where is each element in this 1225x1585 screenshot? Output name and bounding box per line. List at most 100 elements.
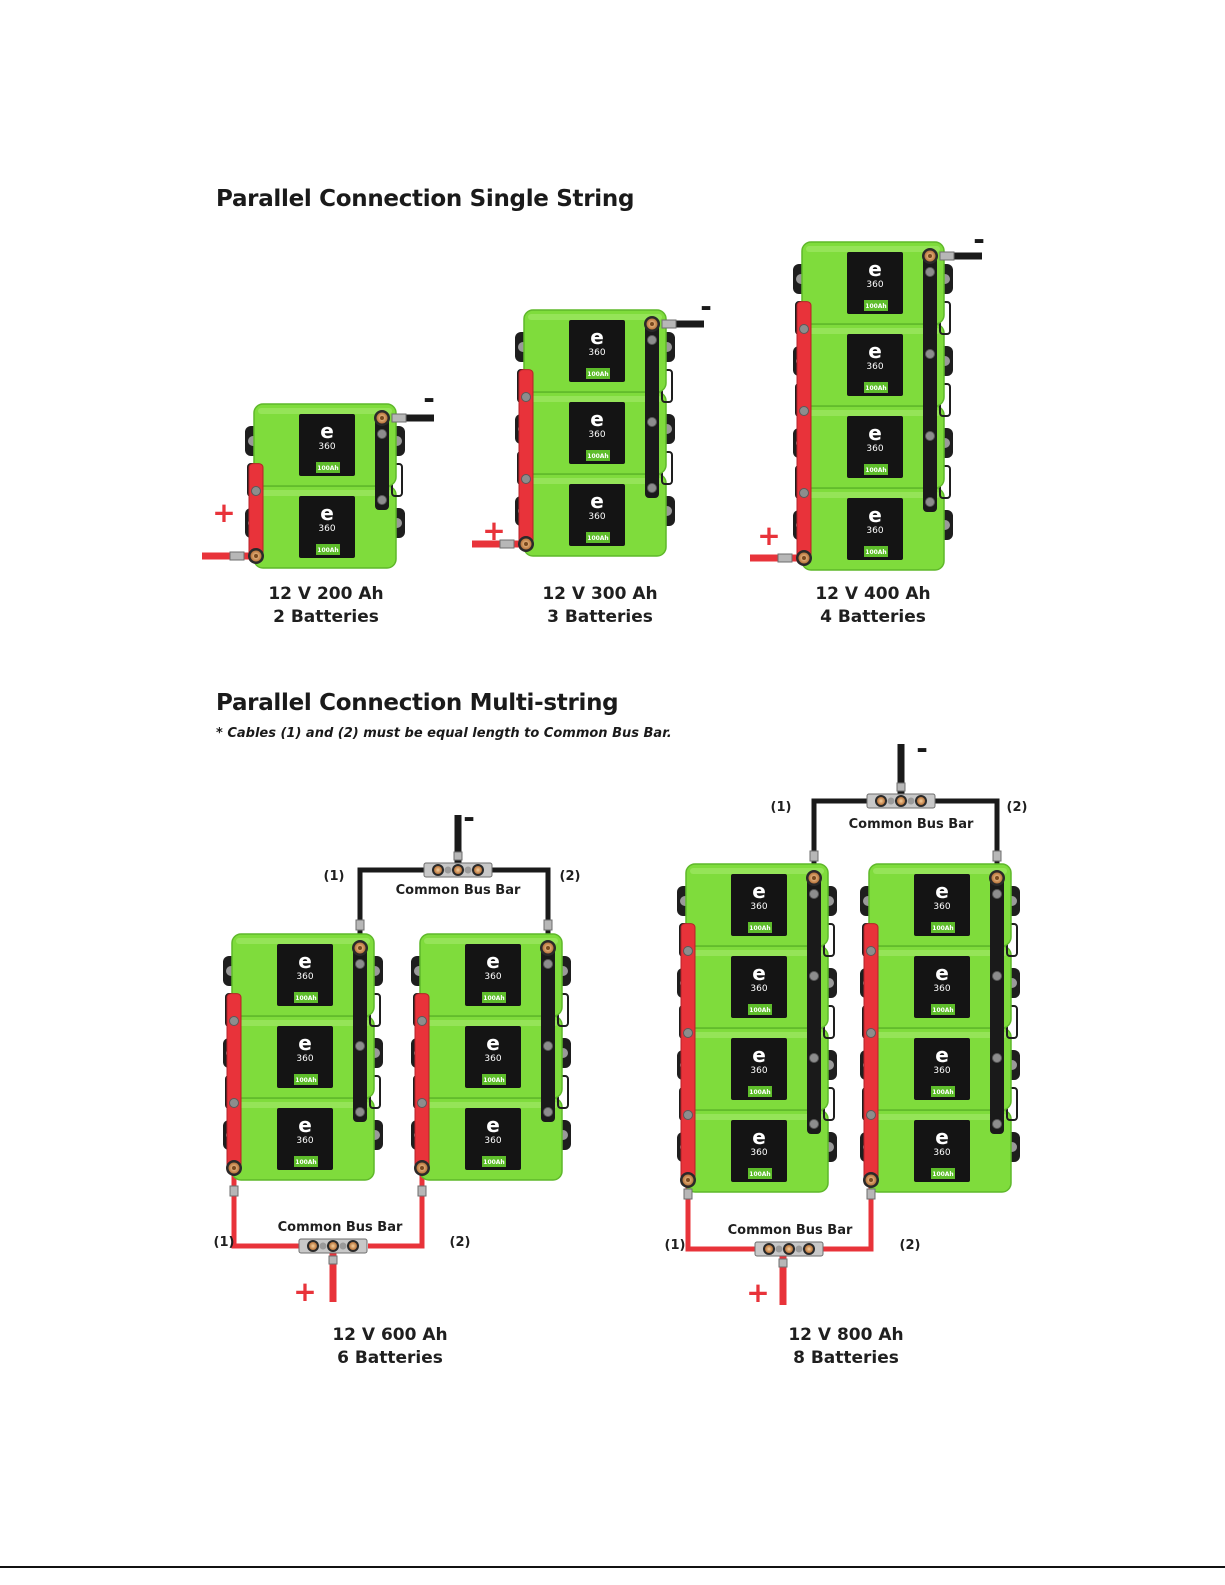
logo-letter: e — [935, 1125, 949, 1149]
bar-bolt — [355, 1107, 365, 1117]
cable-lug — [543, 919, 553, 931]
bar-bolt — [992, 1119, 1002, 1129]
capacity-badge — [586, 532, 610, 543]
negative-sign: - — [700, 290, 712, 323]
terminal-center — [686, 1178, 690, 1182]
label-panel — [569, 402, 625, 464]
battery-highlight — [806, 492, 940, 498]
bar-bolt — [229, 1016, 239, 1026]
capacity-badge — [748, 1168, 772, 1179]
terminal — [540, 940, 556, 956]
cable-lug — [896, 782, 906, 792]
cable-lug — [866, 1188, 876, 1200]
cable-2-label: (2) — [900, 1238, 921, 1253]
bus-bar-hole — [795, 1245, 803, 1253]
label-panel — [465, 1108, 521, 1170]
bar-bolt — [925, 497, 935, 507]
logo-number: 360 — [933, 984, 950, 994]
positive-cable — [685, 1180, 764, 1252]
capacity-badge-text: 100Ah — [483, 1159, 504, 1166]
battery-highlight — [806, 328, 940, 334]
bus-bar-label-800-positive: Common Bus Bar — [728, 1223, 853, 1238]
label-panel — [914, 956, 970, 1018]
battery-highlight — [806, 246, 940, 252]
label-panel — [731, 1038, 787, 1100]
battery-highlight — [528, 314, 662, 320]
capacity-badge-text: 100Ah — [749, 1007, 770, 1014]
bus-bar-stud-cap — [474, 866, 482, 874]
negative-sign: - — [463, 801, 475, 834]
logo-letter: e — [935, 879, 949, 903]
label-panel — [569, 484, 625, 546]
capacity-badge-text: 100Ah — [483, 1077, 504, 1084]
label-panel — [465, 1026, 521, 1088]
capacity-badge — [482, 992, 506, 1003]
capacity-badge-text: 100Ah — [865, 549, 886, 556]
negative-sign: - — [423, 382, 435, 415]
bus-bar-label-800-negative: Common Bus Bar — [849, 817, 974, 832]
cable-lug — [777, 553, 793, 563]
capacity-badge — [586, 368, 610, 379]
bar-bolt — [543, 1107, 553, 1117]
capacity-badge-text: 100Ah — [932, 1007, 953, 1014]
cable-lug — [355, 919, 365, 931]
negative-bus-strap — [990, 872, 1004, 1134]
bar-bolt — [647, 483, 657, 493]
logo-number: 360 — [750, 1148, 767, 1158]
bar-bolt — [251, 486, 261, 496]
negative-bus-strap — [541, 942, 555, 1122]
cable-1-label: (1) — [771, 800, 792, 815]
bus-bar-label-600-positive: Common Bus Bar — [278, 1220, 403, 1235]
bar-bolt — [866, 1028, 876, 1038]
capacity-badge — [294, 992, 318, 1003]
bus-bar-hole — [339, 1242, 347, 1250]
logo-letter: e — [298, 1113, 312, 1137]
cable-lug — [939, 251, 955, 261]
bus-bar-stud-cap — [454, 866, 462, 874]
capacity-badge — [864, 464, 888, 475]
battery-highlight — [690, 868, 824, 874]
label-panel — [847, 334, 903, 396]
capacity-badge-text: 100Ah — [749, 925, 770, 932]
bus-bar-stud-cap — [765, 1245, 773, 1253]
capacity-badge — [931, 922, 955, 933]
terminal — [863, 1172, 879, 1188]
cable-lug — [417, 1185, 427, 1197]
logo-letter: e — [320, 419, 334, 443]
logo-letter: e — [298, 1031, 312, 1055]
caption-200ah: 12 V 200 Ah — [268, 584, 383, 604]
positive-bus-strap — [796, 301, 812, 565]
bus-bar-stud-cap — [897, 797, 905, 805]
logo-letter: e — [752, 1125, 766, 1149]
capacity-badge-text: 100Ah — [295, 1159, 316, 1166]
bar-bolt — [992, 1053, 1002, 1063]
logo-letter: e — [298, 949, 312, 973]
battery-highlight — [236, 1102, 370, 1108]
bar-bolt — [355, 1041, 365, 1051]
cable-lug — [992, 850, 1002, 862]
bar-bolt — [925, 267, 935, 277]
logo-number: 360 — [588, 348, 605, 358]
capacity-badge — [748, 1086, 772, 1097]
bar-bolt — [799, 488, 809, 498]
battery-highlight — [424, 938, 558, 944]
bar-bolt — [992, 889, 1002, 899]
positive-sign: + — [757, 519, 780, 552]
bar-bolt — [799, 324, 809, 334]
logo-letter: e — [752, 961, 766, 985]
logo-number: 360 — [750, 902, 767, 912]
positive-sign: + — [746, 1276, 769, 1309]
label-panel — [465, 944, 521, 1006]
label-panel — [847, 252, 903, 314]
terminal-center — [380, 416, 384, 420]
common-bus-bar — [423, 862, 493, 878]
battery-highlight — [873, 868, 1007, 874]
terminal — [414, 1160, 430, 1176]
label-panel — [731, 874, 787, 936]
terminal-center — [254, 554, 258, 558]
